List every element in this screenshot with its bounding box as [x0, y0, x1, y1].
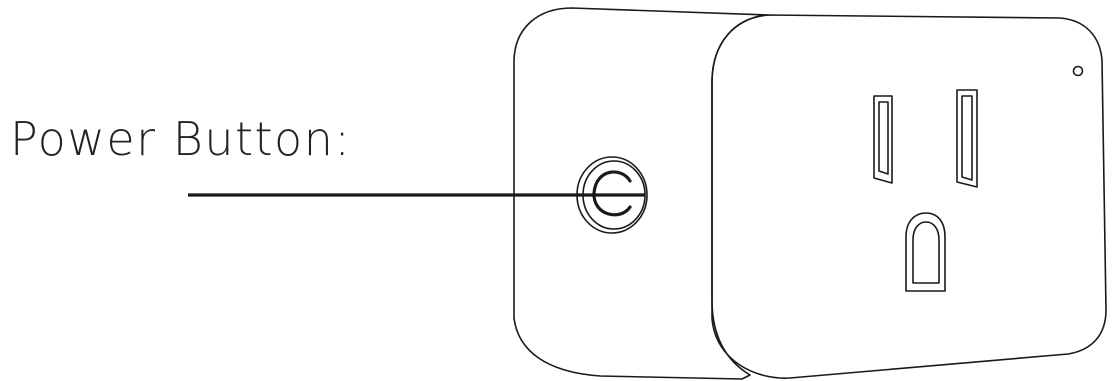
status-led — [1072, 65, 1084, 77]
plug-front-face — [711, 14, 1107, 379]
power-button-label: Power Button: — [10, 112, 352, 166]
power-icon — [592, 170, 632, 217]
outlet-slot-right — [956, 89, 978, 188]
outlet-ground-slot — [905, 212, 946, 292]
outlet-slot-left — [873, 95, 893, 184]
